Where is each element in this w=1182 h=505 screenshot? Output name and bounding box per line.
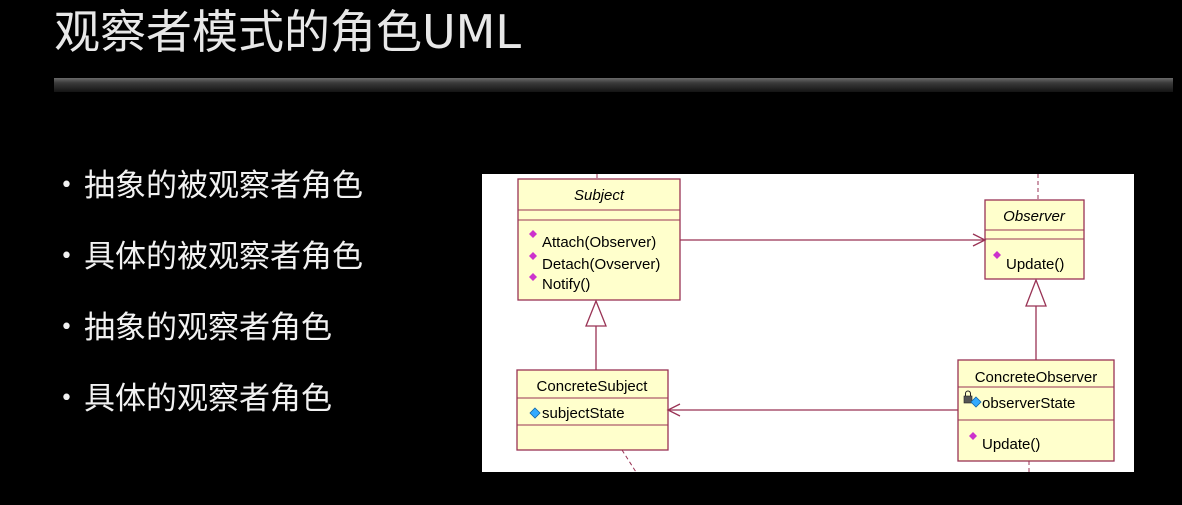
role-item: • 具体的被观察者角色 — [60, 236, 363, 307]
role-label: 抽象的观察者角色 — [84, 310, 332, 346]
association-concrete-observer-subject — [666, 403, 958, 417]
association-subject-observer — [680, 233, 987, 247]
subject-method: Attach(Observer) — [542, 234, 656, 251]
role-item: • 抽象的被观察者角色 — [60, 165, 363, 236]
attribute-icon — [529, 407, 541, 419]
concrete-subject-class: ConcreteSubject subjectState — [516, 369, 669, 451]
concrete-subject-attribute: subjectState — [542, 405, 625, 422]
private-attribute-icon — [963, 390, 982, 408]
concrete-observer-attribute: observerState — [982, 395, 1075, 412]
title-divider — [54, 78, 1173, 92]
bullet-icon: • — [60, 244, 73, 269]
concrete-observer-class: ConcreteObserver observerState Update() — [957, 359, 1115, 462]
subject-class: Subject Attach(Observer) Detach(Ovserver… — [517, 178, 681, 301]
observer-name: Observer — [1003, 208, 1066, 225]
method-icon — [969, 432, 977, 440]
method-icon — [529, 252, 537, 260]
slide-title: 观察者模式的角色UML — [54, 5, 521, 59]
role-label: 具体的观察者角色 — [84, 381, 332, 417]
dashed-line — [621, 449, 637, 472]
bullet-icon: • — [60, 173, 73, 198]
bullet-icon: • — [60, 386, 73, 411]
subject-name: Subject — [574, 187, 625, 204]
concrete-observer-name: ConcreteObserver — [975, 369, 1098, 386]
observer-method: Update() — [1006, 256, 1064, 273]
bullet-icon: • — [60, 315, 73, 340]
method-icon — [529, 230, 537, 238]
concrete-observer-method: Update() — [982, 436, 1040, 453]
concrete-subject-name: ConcreteSubject — [537, 378, 649, 395]
generalization-concrete-observer — [1025, 278, 1047, 360]
role-label: 具体的被观察者角色 — [84, 239, 363, 275]
subject-method: Detach(Ovserver) — [542, 256, 660, 273]
observer-class: Observer Update() — [984, 199, 1085, 280]
method-icon — [993, 251, 1001, 259]
method-icon — [529, 273, 537, 281]
uml-diagram: Subject Attach(Observer) Detach(Ovserver… — [482, 174, 1134, 472]
role-list: • 抽象的被观察者角色 • 具体的被观察者角色 • 抽象的观察者角色 • 具体的观察者角… — [60, 165, 363, 449]
uml-canvas: Subject Attach(Observer) Detach(Ovserver… — [516, 174, 1115, 472]
generalization-concrete-subject — [585, 299, 607, 370]
subject-method: Notify() — [542, 276, 590, 293]
role-item: • 具体的观察者角色 — [60, 378, 363, 449]
role-label: 抽象的被观察者角色 — [84, 168, 363, 204]
role-item: • 抽象的观察者角色 — [60, 307, 363, 378]
